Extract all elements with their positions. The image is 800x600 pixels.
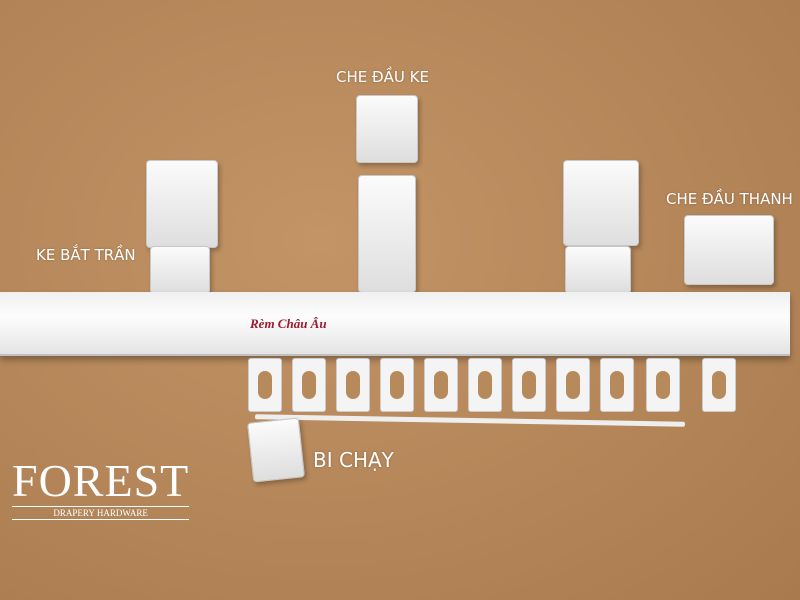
runner (424, 358, 458, 412)
ceiling-bracket-right (563, 160, 639, 246)
rail-end-cap (684, 215, 774, 285)
end-cap-bracket-base (358, 175, 416, 293)
runner (292, 358, 326, 412)
forest-logo: FOREST DRAPERY HARDWARE (12, 455, 190, 520)
runner-tab (247, 417, 305, 483)
runner-wire (254, 414, 686, 427)
runner (600, 358, 634, 412)
runner (336, 358, 370, 412)
runner (248, 358, 282, 412)
runner (468, 358, 502, 412)
runner (380, 358, 414, 412)
ceiling-bracket-left (146, 160, 218, 248)
logo-sub: DRAPERY HARDWARE (12, 506, 190, 520)
label-rail-end-cap: CHE ĐẦU THANH (666, 190, 793, 208)
runner (556, 358, 590, 412)
curtain-rail (0, 292, 790, 356)
runner (512, 358, 546, 412)
label-ceiling-bracket: KE BẮT TRẦN (36, 246, 136, 264)
label-end-cap-bracket: CHE ĐẦU KE (336, 68, 429, 86)
runner (646, 358, 680, 412)
end-cap-bracket (356, 95, 418, 163)
logo-main: FOREST (12, 455, 190, 506)
ceiling-bracket-left-base (150, 246, 210, 294)
label-runners: BI CHẠY (313, 448, 394, 472)
runner (702, 358, 736, 412)
ceiling-bracket-right-base (565, 246, 631, 294)
rail-text: Rèm Châu Âu (250, 316, 327, 331)
